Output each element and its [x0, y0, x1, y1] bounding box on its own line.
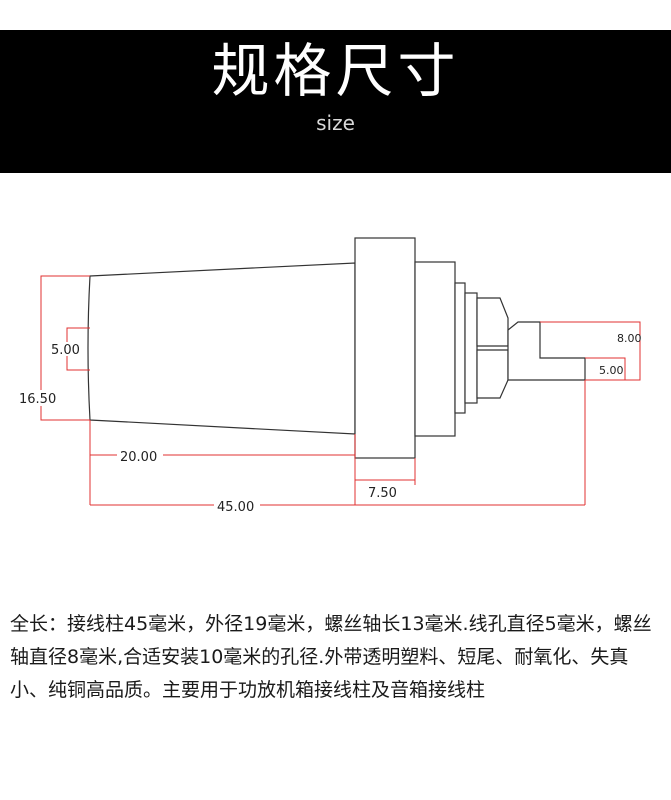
dim-label-cone-length: 20.00 — [120, 450, 157, 465]
dim-line-total-length — [90, 380, 586, 506]
dim-label-flange-width: 7.50 — [368, 486, 397, 501]
dim-label-total-length: 45.00 — [217, 500, 254, 515]
dim-line-body-height — [40, 275, 90, 421]
dim-line-flange-width — [354, 458, 416, 485]
header-banner — [0, 30, 671, 173]
page-title: 规格尺寸 — [211, 37, 460, 105]
technical-drawing: 5.00 16.50 20.00 7.50 45.00 8.00 5.00 — [15, 237, 642, 515]
dim-line-tail-diameter — [585, 357, 626, 380]
dim-label-hole-height: 5.00 — [51, 343, 80, 358]
dim-label-tail-diameter: 5.00 — [599, 364, 624, 377]
dim-label-shaft-diameter: 8.00 — [617, 332, 642, 345]
screw-shaft — [507, 321, 586, 381]
collar — [414, 261, 456, 437]
washer — [454, 282, 466, 414]
flange — [354, 237, 416, 459]
dim-line-shaft-diameter — [540, 321, 641, 381]
cone-body — [87, 262, 356, 435]
dim-label-body-height: 16.50 — [19, 392, 56, 407]
product-description: 全长：接线柱45毫米，外径19毫米，螺丝轴长13毫米.线孔直径5毫米，螺丝轴直径… — [10, 613, 652, 701]
nut-lower — [476, 349, 509, 399]
washer-inner — [464, 292, 478, 404]
nut-upper — [476, 297, 509, 347]
page-subtitle: size — [316, 111, 355, 135]
